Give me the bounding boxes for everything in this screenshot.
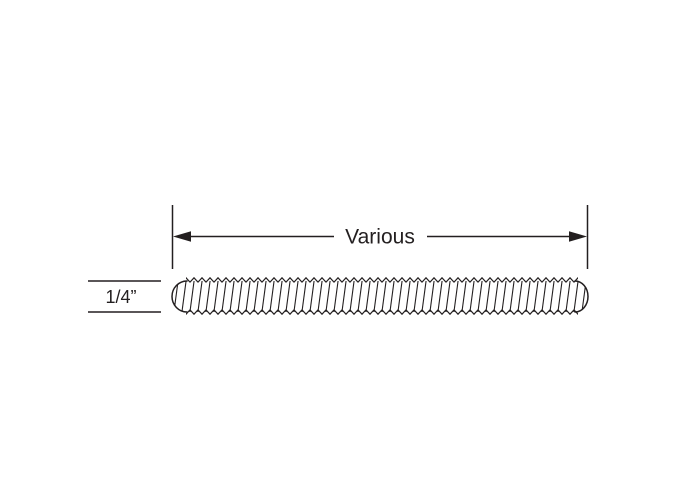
rod-thread-crests-top: [186, 277, 578, 283]
rod-thread-crests-bottom: [186, 309, 578, 315]
diameter-dimension-label: 1/4”: [105, 287, 136, 307]
rod-end-left: [171, 280, 188, 313]
arrowhead-right-icon: [569, 231, 587, 242]
rod-end-right: [574, 280, 589, 313]
length-dimension-label: Various: [345, 226, 415, 249]
arrowhead-left-icon: [173, 231, 191, 242]
rod-threads: [172, 281, 588, 312]
